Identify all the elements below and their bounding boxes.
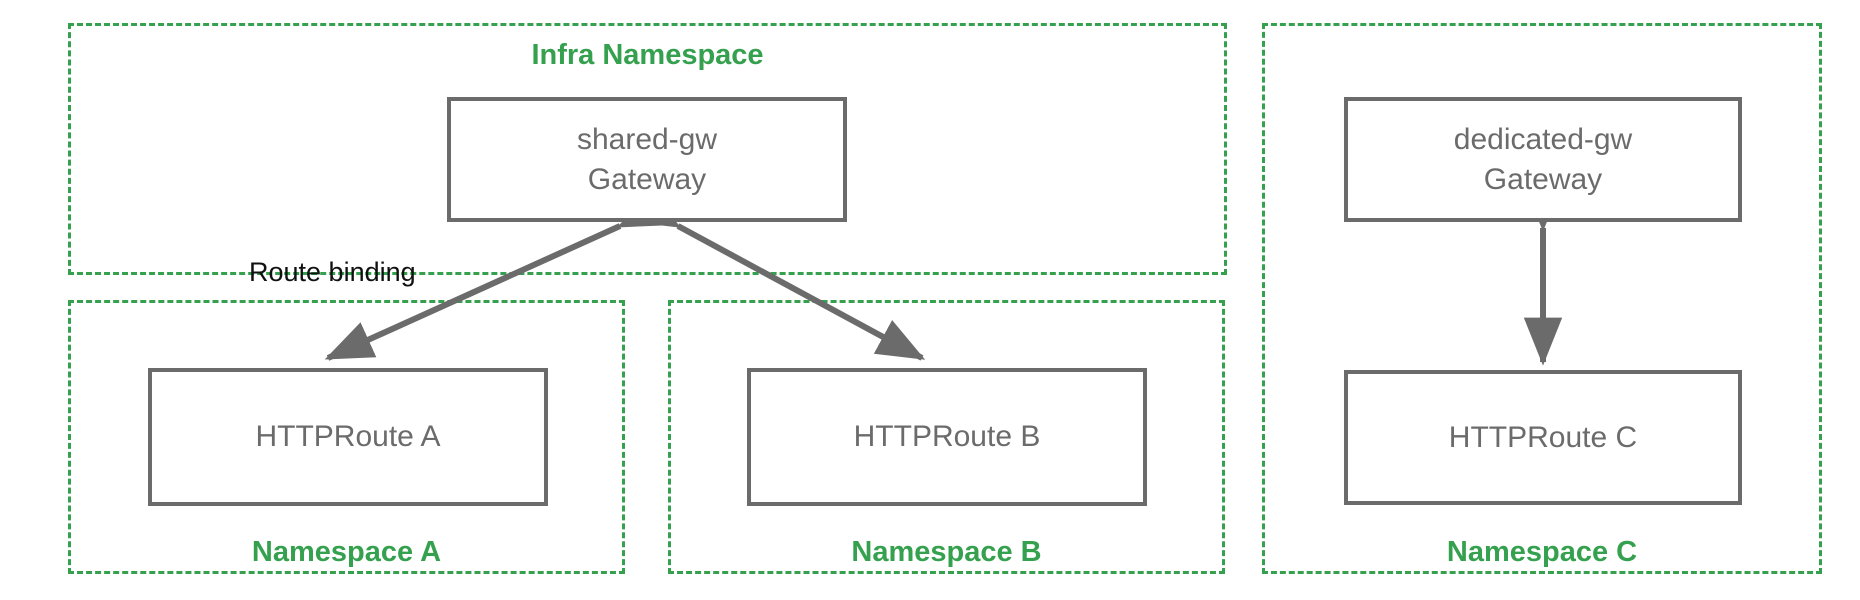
resource-box-httproute-a[interactable]: HTTPRoute A [148,368,548,506]
resource-box-shared-gw[interactable]: shared-gw Gateway [447,97,847,222]
edge-label-route-binding: Route binding [249,257,416,287]
resource-box-dedicated-gw[interactable]: dedicated-gw Gateway [1344,97,1742,222]
resource-label-httproute-c: HTTPRoute C [1448,420,1638,454]
namespace-title-b: Namespace B [851,536,1042,568]
resource-box-httproute-b[interactable]: HTTPRoute B [747,368,1147,506]
namespace-title-infra: Infra Namespace [531,39,764,71]
namespace-box-c [1262,23,1822,574]
resource-label-dedicated-gw: dedicated-gw Gateway [1453,122,1633,196]
resource-label-httproute-a: HTTPRoute A [255,420,441,454]
resource-box-httproute-c[interactable]: HTTPRoute C [1344,370,1742,505]
namespace-box-b [668,300,1225,574]
namespace-title-a: Namespace A [251,536,442,568]
resource-label-shared-gw: shared-gw Gateway [576,122,718,196]
resource-label-httproute-b: HTTPRoute B [853,420,1041,454]
namespace-title-c: Namespace C [1446,536,1638,568]
